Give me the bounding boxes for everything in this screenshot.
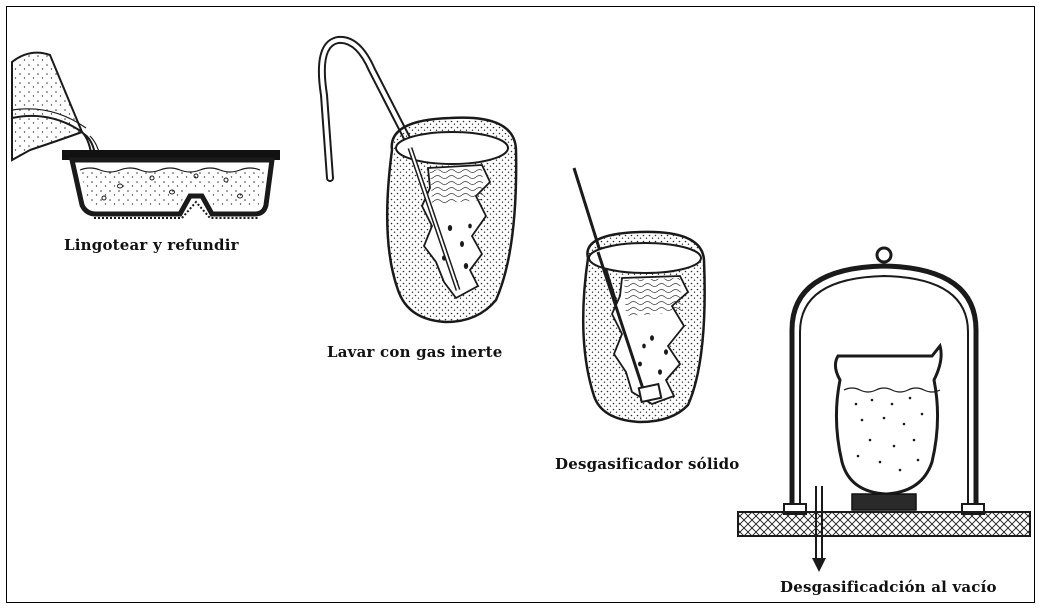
inert-gas-crucible-illustration (322, 40, 516, 322)
degasser-tablet (639, 384, 661, 402)
pouring-ladle (12, 53, 82, 160)
step-label-inert-gas: Lavar con gas inerte (327, 343, 503, 361)
vacuum-chamber-illustration (738, 248, 1030, 572)
heater-block (852, 494, 916, 510)
step-label-ingot: Lingotear y refundir (64, 236, 239, 254)
solid-degasser-crucible-illustration (574, 168, 705, 422)
step-label-vacuum: Desgasificadción al vacío (780, 578, 997, 596)
ingot-mold-illustration (12, 53, 280, 218)
vacuum-arrow-icon (812, 558, 826, 572)
step-label-solid-degasser: Desgasificador sólido (555, 455, 740, 473)
base-plate (738, 512, 1030, 536)
bell-hook (877, 248, 891, 262)
vacuum-crucible (835, 346, 941, 494)
